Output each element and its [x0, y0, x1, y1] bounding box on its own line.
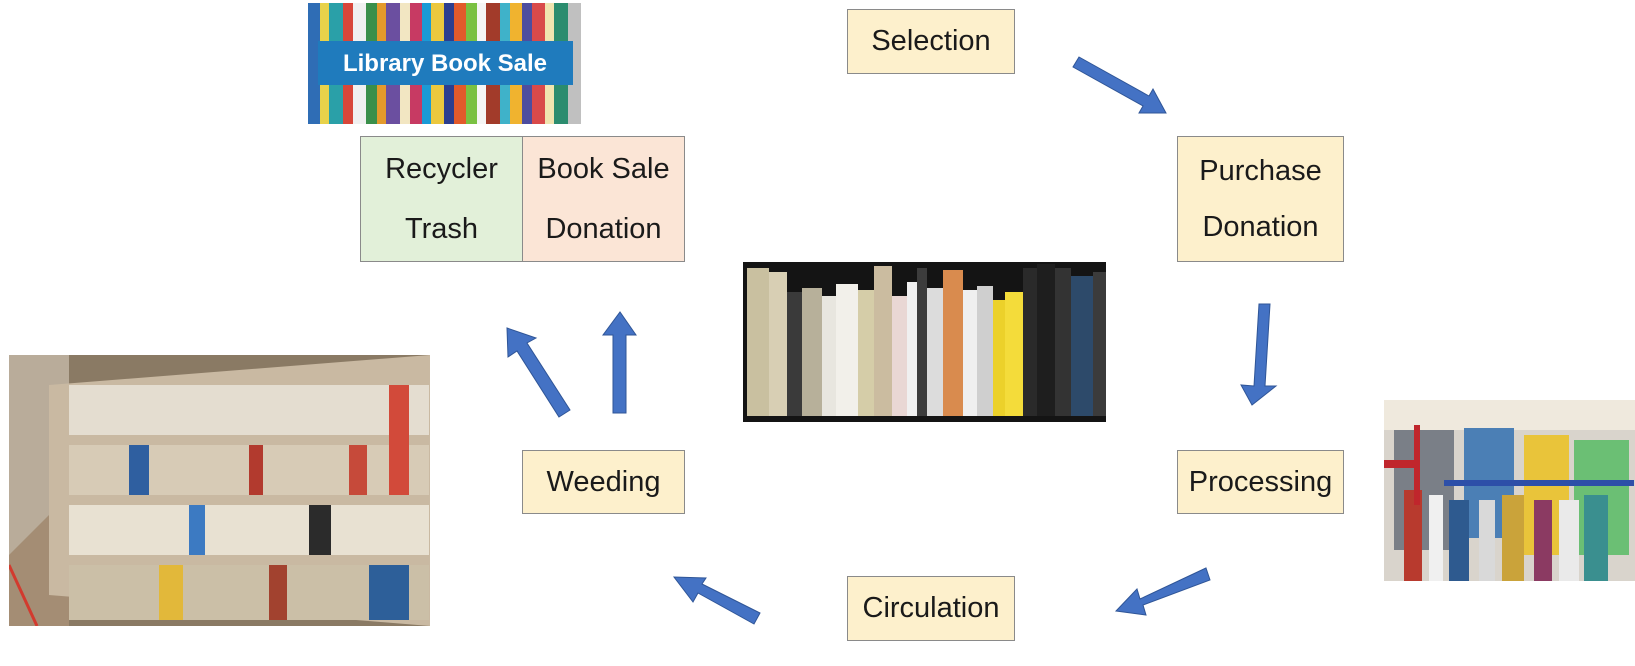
- cart-books: [1394, 428, 1629, 581]
- node-selection-label: Selection: [871, 25, 991, 57]
- shelf-spines: [747, 264, 1106, 416]
- node-purchase-label: Purchase: [1199, 154, 1322, 187]
- arrow-weeding-to-booksale: [602, 311, 637, 414]
- trash-label: Trash: [404, 212, 479, 245]
- node-processing: Processing: [1177, 450, 1344, 514]
- node-purchase-donation: Purchase Donation: [1177, 136, 1344, 262]
- node-circulation-label: Circulation: [862, 592, 1000, 624]
- node-weeding: Weeding: [522, 450, 685, 514]
- node-circulation: Circulation: [847, 576, 1015, 641]
- node-weeding-label: Weeding: [546, 465, 661, 498]
- recycler-label: Recycler: [385, 152, 498, 185]
- book-sale-photo: Library Book Sale: [308, 3, 581, 124]
- banner-text: Library Book Sale: [343, 50, 547, 77]
- bookshelf-photo: [743, 262, 1106, 422]
- recycle-trash-cell: Recycler Trash: [361, 137, 523, 261]
- processing-cart-photo: [1384, 400, 1635, 581]
- library-aisle-photo: [9, 355, 430, 626]
- arrow-circulation-to-weeding: [672, 576, 761, 625]
- node-selection: Selection: [847, 9, 1015, 74]
- banner-ribbon: [318, 41, 573, 85]
- arrow-selection-to-purchase: [1072, 56, 1167, 114]
- arrow-processing-to-circulation: [1114, 567, 1211, 616]
- aisle-shelves: [49, 355, 430, 626]
- book-sale-label: Book Sale: [537, 152, 670, 185]
- disposal-box: Recycler Trash Book Sale Donation: [360, 136, 685, 262]
- node-processing-label: Processing: [1188, 465, 1333, 498]
- booksale-donation-cell: Book Sale Donation: [523, 137, 684, 261]
- arrow-weeding-to-recycler: [506, 327, 571, 418]
- donation-out-label: Donation: [545, 212, 662, 245]
- arrow-purchase-to-processing: [1240, 303, 1278, 406]
- node-donation-label: Donation: [1202, 210, 1319, 243]
